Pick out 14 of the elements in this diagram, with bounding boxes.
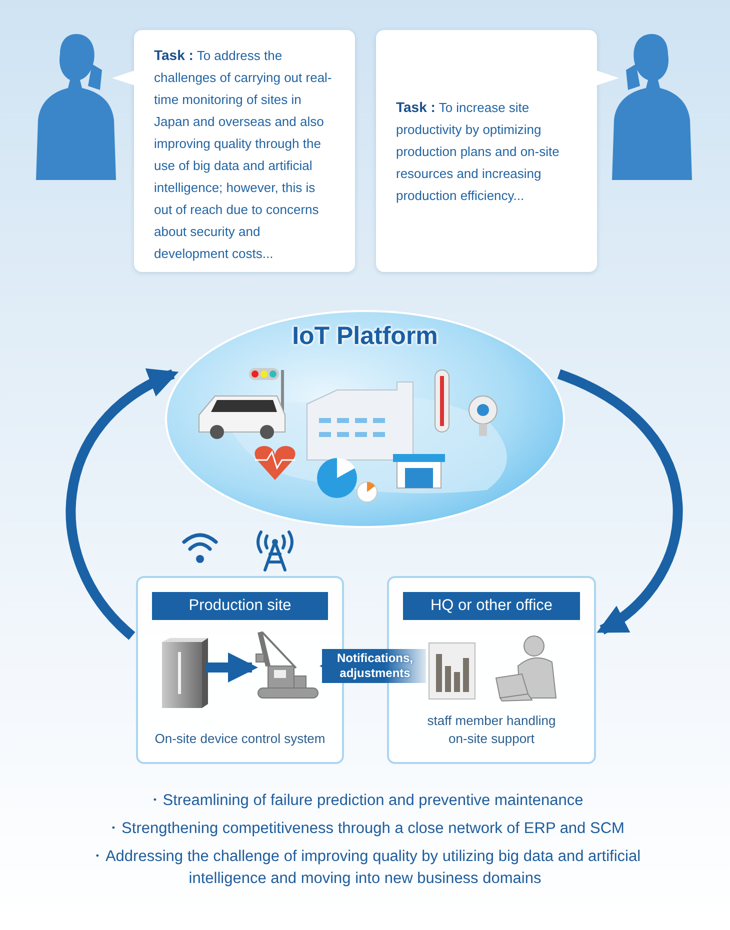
server-cabinet-picture (160, 638, 208, 710)
section-header: HQ or other office (403, 592, 580, 620)
task-text: Task : To increase site productivity by optimizing production plans and on-site resources and increasing production efficiency... (396, 98, 560, 205)
panel-caption: On-site device control system (154, 730, 326, 748)
benefit-bullet: ・Streamlining of failure prediction and preventive maintenance (146, 791, 584, 811)
platform-title: IoT Platform (291, 322, 439, 351)
flow-arrow (66, 369, 178, 640)
flow-arrow (557, 369, 683, 634)
section-header: Production site (152, 592, 328, 620)
panel-caption: staff member handling on-site support (426, 712, 557, 748)
benefit-bullet: ・Strengthening competitiveness through a close network of ERP and SCM (106, 819, 624, 839)
benefit-bullet: ・Addressing the challenge of improving quality by utilizing big data and artificial intelligence and moving into new business domains (88, 847, 642, 889)
bar-chart-picture (428, 642, 476, 700)
task-text: Task : To address the challenges of carrying out real-time monitoring of sites in Japan and overseas and also improving quality through the use of big data and artificial intelligence; however, this is out of reach due to concerns about security and development costs... (154, 46, 333, 263)
